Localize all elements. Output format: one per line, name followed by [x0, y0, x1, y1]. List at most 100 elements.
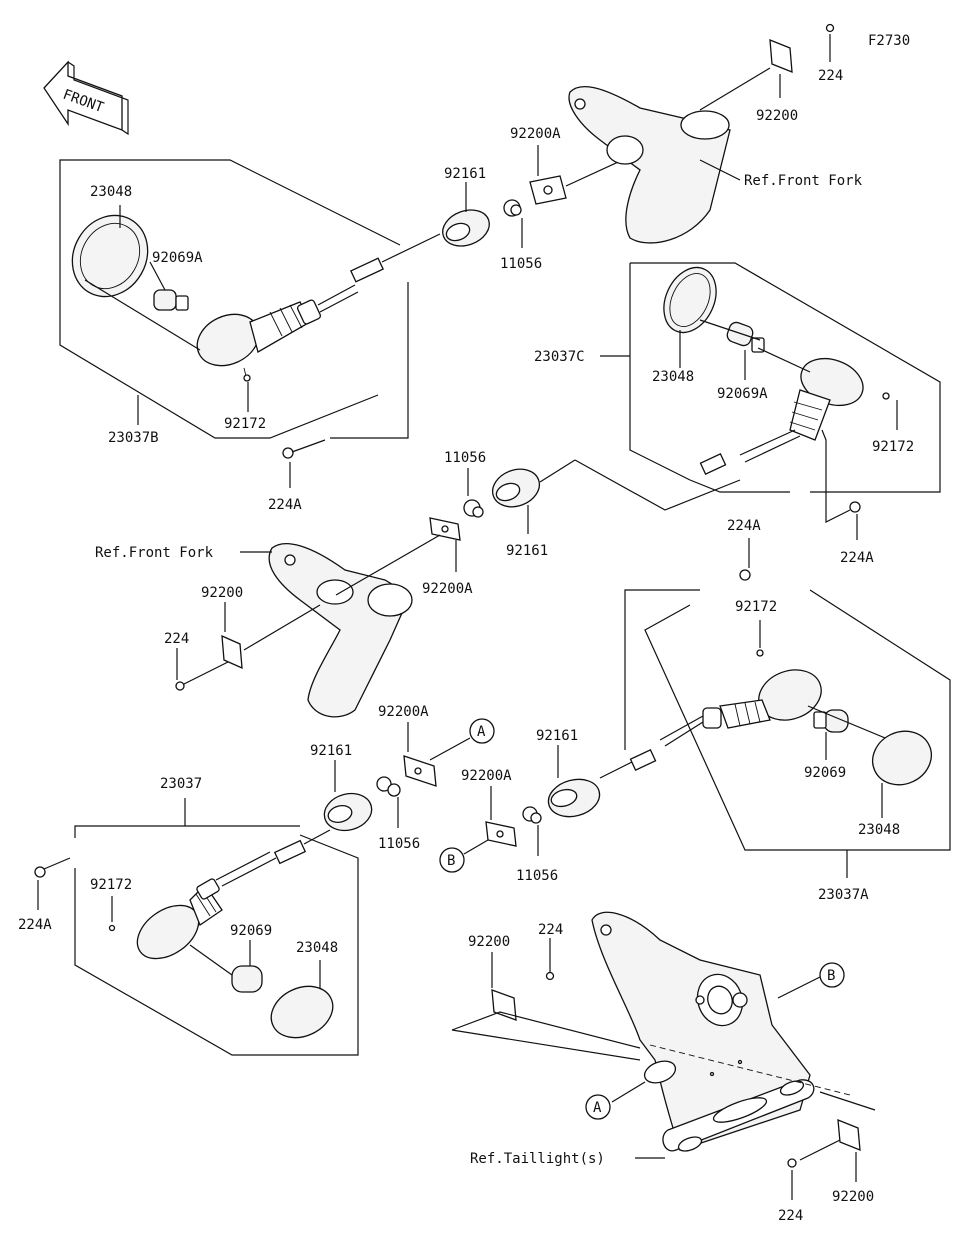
callout-a-taillight: A	[585, 1094, 611, 1120]
label-92161-upper: 92161	[444, 166, 486, 182]
plate-92200a-upper	[529, 175, 567, 205]
screw-92172-right	[882, 392, 890, 400]
leader-lens-bulb-right	[699, 319, 761, 341]
label-224a-right: 224A	[840, 550, 874, 566]
clip-92200-mid	[221, 604, 321, 670]
front-fork-bracket-upper	[568, 85, 741, 244]
label-23037c: 23037C	[534, 349, 585, 365]
callout-a-lower-left: A	[469, 718, 495, 744]
label-11056-lower-left: 11056	[378, 836, 420, 852]
label-224-taillight-lower: 224	[778, 1208, 803, 1224]
label-92200a-lower-left: 92200A	[378, 704, 429, 720]
leader-mid-link-2	[574, 459, 741, 511]
bolt-224a-upper	[282, 439, 326, 459]
label-92161-lower-left: 92161	[310, 743, 352, 759]
label-92200a-upper: 92200A	[510, 126, 561, 142]
label-23037a: 23037A	[818, 887, 869, 903]
callout-b-taillight: B	[819, 962, 845, 988]
plate-92200a-lower-mid	[485, 821, 517, 847]
bolt-224a-right	[821, 429, 861, 523]
label-11056-lower-mid: 11056	[516, 868, 558, 884]
front-fork-bracket-mid	[240, 534, 441, 718]
nut-11056-lower-mid	[522, 806, 542, 824]
label-11056-mid: 11056	[444, 450, 486, 466]
label-92069-lower-right: 92069	[804, 765, 846, 781]
callout-b-text-mid: B	[447, 853, 455, 869]
grommet-92161-lower-mid	[547, 778, 601, 818]
screw-head-92172-ul	[243, 374, 251, 382]
turn-signal-housing-right	[699, 357, 864, 475]
leader-housing-bulb-ll	[189, 944, 233, 976]
callout-a-text-lower-left: A	[477, 724, 486, 740]
label-224a-lower-right: 224A	[727, 518, 761, 534]
callout-a-text-taillight: A	[593, 1100, 602, 1116]
label-92172-right: 92172	[872, 439, 914, 455]
label-23037b: 23037B	[108, 430, 159, 446]
label-92200a-mid: 92200A	[422, 581, 473, 597]
label-11056-upper: 11056	[500, 256, 542, 272]
label-92200-taillight-upper: 92200	[468, 934, 510, 950]
label-224-upper: 224	[818, 68, 843, 84]
label-23048-lower-left: 23048	[296, 940, 338, 956]
assembly-23037b-outline	[59, 159, 409, 439]
label-ref-taillight: Ref.Taillight(s)	[470, 1151, 605, 1167]
bolt-224-taillight-lower	[787, 1158, 797, 1168]
callout-b-text-taillight: B	[827, 968, 835, 984]
label-23048-right: 23048	[652, 369, 694, 385]
label-92200-taillight-lower: 92200	[832, 1189, 874, 1205]
nut-11056-upper	[503, 199, 522, 217]
callout-b-lower-mid: B	[439, 839, 489, 873]
plate-92200a-lower-left	[403, 737, 471, 787]
bulb-92069a-right	[726, 321, 765, 353]
nut-11056-lower-left	[376, 776, 401, 797]
turn-signal-housing-lower-left	[136, 829, 331, 960]
label-23048-lower-right: 23048	[858, 822, 900, 838]
label-224-taillight-upper: 224	[538, 922, 563, 938]
label-92172-ul: 92172	[224, 416, 266, 432]
leader-mid-link	[539, 459, 576, 483]
bolt-224-upper	[825, 23, 835, 33]
lens-23048-lower-left	[270, 985, 334, 1039]
front-arrow-icon: FRONT	[43, 60, 129, 136]
figure-code: F2730	[868, 33, 910, 49]
label-92200a-lower-mid: 92200A	[461, 768, 512, 784]
label-92161-lower-mid: 92161	[536, 728, 578, 744]
label-92200-mid: 92200	[201, 585, 243, 601]
label-224-mid: 224	[164, 631, 189, 647]
label-92172-lower-right: 92172	[735, 599, 777, 615]
label-92069-lower-left: 92069	[230, 923, 272, 939]
clip-92200-taillight-lower	[799, 1091, 876, 1161]
nut-11056-mid	[463, 499, 484, 518]
bolt-224a-lower-right	[739, 569, 751, 581]
leader-lens-housing-ul	[84, 279, 201, 351]
leader-92069a-ul	[149, 261, 166, 291]
label-92172-lower-left: 92172	[90, 877, 132, 893]
taillight-bracket	[591, 911, 851, 1159]
label-23037: 23037	[160, 776, 202, 792]
turn-signal-housing-upper-left	[196, 233, 441, 367]
label-92161-mid: 92161	[506, 543, 548, 559]
label-92200-upper: 92200	[756, 108, 798, 124]
grommet-92161-lower-left	[323, 792, 373, 832]
turn-signal-housing-lower-right	[599, 669, 822, 779]
label-ref-front-fork-upper: Ref.Front Fork	[744, 173, 863, 189]
bolt-224-mid	[175, 661, 229, 691]
label-92069a-right: 92069A	[717, 386, 768, 402]
screw-92172-lower-right	[756, 649, 764, 657]
clip-92200-taillight-upper	[451, 989, 641, 1061]
bolt-224-taillight-upper	[545, 971, 555, 981]
plate-92200a-mid	[429, 517, 461, 541]
bulb-92069-lower-left	[231, 965, 263, 993]
assembly-23037c-outline	[629, 262, 941, 493]
label-ref-front-fork-mid: Ref.Front Fork	[95, 545, 214, 561]
lens-23048-right	[663, 266, 717, 334]
clip-92200-upper	[699, 39, 793, 111]
screw-92172-lower-left	[108, 924, 116, 932]
bulb-92069a-upper-left	[153, 289, 189, 311]
lens-23048-lower-right	[872, 730, 932, 786]
label-224a-lower-left: 224A	[18, 917, 52, 933]
label-224a-upper: 224A	[268, 497, 302, 513]
assembly-23037-outline	[74, 825, 359, 1056]
